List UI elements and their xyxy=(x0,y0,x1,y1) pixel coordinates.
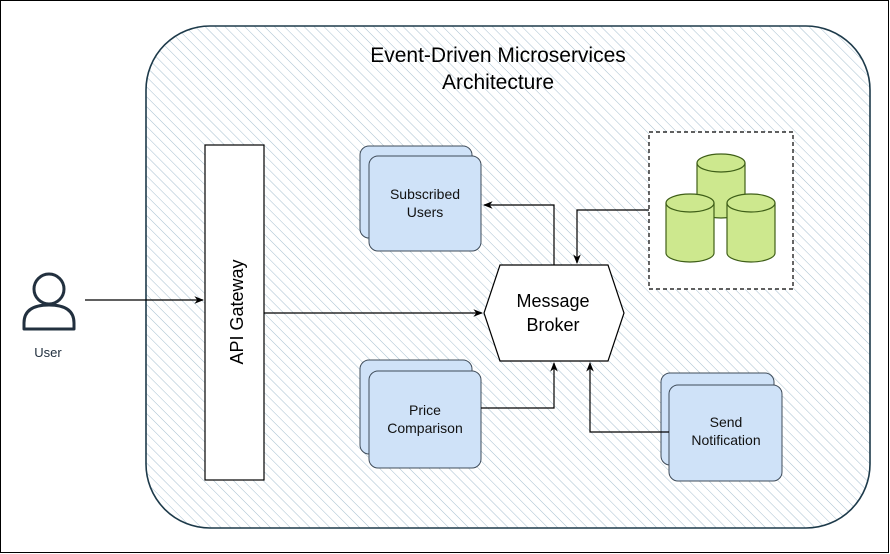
send-notification-label-line2: Notification xyxy=(691,432,760,448)
price-comparison-to-broker-arrow xyxy=(481,362,558,409)
price-comparison-label-line1: Price xyxy=(409,402,441,418)
message-broker-label-line1: Message xyxy=(516,291,589,311)
message-broker-node[interactable] xyxy=(483,264,625,362)
broker-to-subscribed-users-arrow xyxy=(483,201,555,265)
database-to-broker-arrow xyxy=(573,209,649,264)
diagram-title-line1: Event-Driven Microservices xyxy=(370,44,626,67)
message-broker-label-line2: Broker xyxy=(526,315,579,335)
diagram-title-line2: Architecture xyxy=(442,71,554,94)
subscribed-users-service[interactable] xyxy=(359,145,482,252)
api-gateway-label: API Gateway xyxy=(227,259,247,364)
price-comparison-service[interactable] xyxy=(359,359,482,469)
database-cluster-icon xyxy=(665,153,776,263)
send-notification-to-broker-arrow xyxy=(586,362,669,433)
price-comparison-label-line2: Comparison xyxy=(387,420,462,436)
api-gateway-box[interactable] xyxy=(204,144,265,481)
send-notification-label-line1: Send xyxy=(710,414,743,430)
subscribed-users-label-line2: Users xyxy=(407,204,444,220)
send-notification-service[interactable] xyxy=(660,372,783,482)
user-icon xyxy=(22,272,76,331)
subscribed-users-label-line1: Subscribed xyxy=(390,186,460,202)
user-label: User xyxy=(34,345,62,360)
